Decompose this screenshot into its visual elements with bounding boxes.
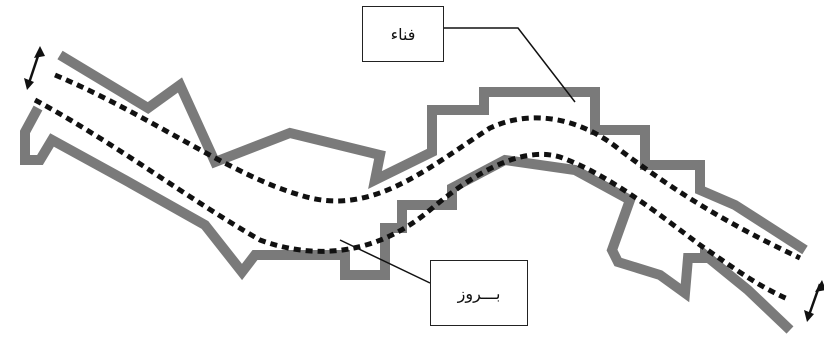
bottom-boundary-line xyxy=(20,105,794,334)
projection-label: بـــروز xyxy=(457,283,501,303)
double-headed-arrow-icon xyxy=(24,46,45,90)
double-headed-arrow-icon xyxy=(804,280,824,322)
top-leader-line xyxy=(442,27,576,103)
upper-dashed-line xyxy=(54,72,802,261)
projection-label-box: بـــروز xyxy=(430,260,528,326)
courtyard-label: فناء xyxy=(390,24,416,44)
courtyard-label-box: فناء xyxy=(362,6,444,62)
top-boundary-line xyxy=(57,50,808,255)
lower-dashed-line xyxy=(33,97,791,303)
bottom-leader-line xyxy=(339,239,431,284)
